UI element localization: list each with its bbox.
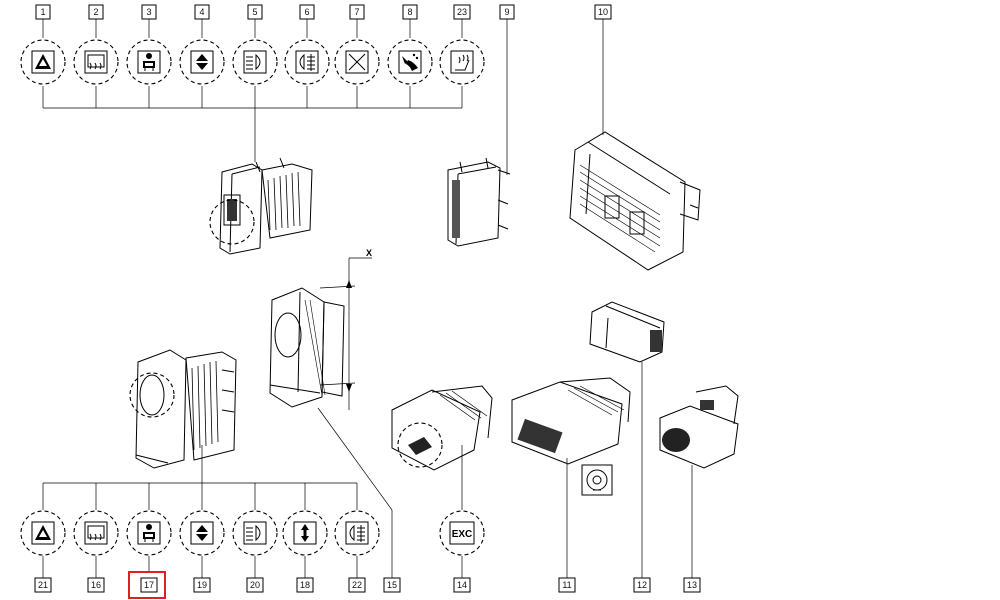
ref-label-5: 5 <box>252 7 257 17</box>
ref-label-21: 21 <box>38 580 48 590</box>
rear-defrost-icon <box>73 510 119 556</box>
ref-box-20: 20 <box>246 577 264 593</box>
ref-box-10: 10 <box>594 4 612 135</box>
exc-switch-14 <box>391 385 493 471</box>
large-switch-housing-10 <box>569 131 701 271</box>
ref-box-2: 2 <box>88 4 104 20</box>
ref-label-11: 11 <box>562 580 571 590</box>
ref-box-11: 11 <box>558 577 576 593</box>
ref-label-6: 6 <box>304 7 309 17</box>
ref-box-12: 12 <box>633 577 651 593</box>
ref-label-13: 13 <box>687 580 697 590</box>
headlamp-icon <box>232 510 278 556</box>
ref-box-8: 8 <box>402 4 418 20</box>
ref-label-23: 23 <box>457 7 467 17</box>
ref-label-8: 8 <box>407 7 412 17</box>
up-down-arrows-icon <box>179 510 225 556</box>
ref-box-5: 5 <box>247 4 263 20</box>
ref-label-17: 17 <box>144 580 154 590</box>
switch-frame-9 <box>447 157 511 247</box>
ref-box-17: 17 <box>128 571 166 599</box>
ref-label-7: 7 <box>354 7 359 17</box>
rear-defrost-icon <box>73 39 119 85</box>
ref-label-22: 22 <box>352 580 362 590</box>
ref-label-18: 18 <box>300 580 310 590</box>
bottom-row-ref-boxes: 21 16 17 19 20 18 22 15 14 11 12 13 <box>34 571 701 599</box>
ref-label-15: 15 <box>387 580 397 590</box>
ref-box-9: 9 <box>499 4 515 175</box>
ref-box-22: 22 <box>348 577 366 593</box>
ref-label-12: 12 <box>637 580 647 590</box>
ref-label-4: 4 <box>199 7 204 17</box>
ref-box-3: 3 <box>141 4 157 20</box>
ref-label-16: 16 <box>91 580 101 590</box>
ref-box-16: 16 <box>87 577 105 593</box>
ref-label-20: 20 <box>250 580 260 590</box>
ref-label-1: 1 <box>40 7 45 17</box>
ref-box-4: 4 <box>194 4 210 20</box>
child-lock-icon <box>126 39 172 85</box>
top-row-ref-boxes: 1 2 3 4 5 6 7 8 23 <box>35 4 471 20</box>
ref-box-19: 19 <box>193 577 211 593</box>
hazard-warning-icon <box>20 510 66 556</box>
vertical-arrow-icon <box>282 510 328 556</box>
lamp-symbol-icon <box>581 464 613 496</box>
ref-label-2: 2 <box>93 7 98 17</box>
ref-box-18: 18 <box>296 577 314 593</box>
switch-13 <box>659 385 739 578</box>
headlamp-icon <box>232 39 278 85</box>
washer-icon <box>387 39 433 85</box>
ref-label-10: 10 <box>598 7 608 17</box>
ref-box-21: 21 <box>34 577 52 593</box>
ref-box-1: 1 <box>35 4 51 20</box>
ref-box-14: 14 <box>453 577 471 593</box>
fog-lamp-icon <box>284 39 330 85</box>
blank-cover-12 <box>589 301 665 578</box>
highlight-box <box>128 571 166 599</box>
rocker-switch-top <box>209 157 313 255</box>
ref-box-15: 15 <box>383 577 401 593</box>
ref-label-3: 3 <box>146 7 151 17</box>
dimension-x-label: X <box>366 248 372 258</box>
ref-label-19: 19 <box>197 580 207 590</box>
ref-box-13: 13 <box>683 577 701 593</box>
rocker-switch-bottom <box>129 349 237 469</box>
top-row-leader-lines <box>42 19 463 162</box>
rocker-switch-15: X <box>269 248 393 578</box>
top-row-symbols <box>20 39 485 85</box>
bottom-row-symbols: EXC <box>20 510 485 556</box>
fog-lamp-icon <box>334 510 380 556</box>
child-lock-icon <box>126 510 172 556</box>
rotary-switch-11 <box>511 377 631 578</box>
up-down-arrows-icon <box>179 39 225 85</box>
blank-cross-icon <box>334 39 380 85</box>
bottom-row-leader-lines <box>42 445 463 578</box>
ref-box-23: 23 <box>453 4 471 20</box>
exc-icon: EXC <box>439 510 485 556</box>
heated-seat-icon <box>439 39 485 85</box>
ref-box-7: 7 <box>349 4 365 20</box>
exc-label: EXC <box>452 529 473 540</box>
ref-label-9: 9 <box>504 7 509 17</box>
ref-box-6: 6 <box>299 4 315 20</box>
hazard-warning-icon <box>20 39 66 85</box>
ref-label-14: 14 <box>457 580 467 590</box>
